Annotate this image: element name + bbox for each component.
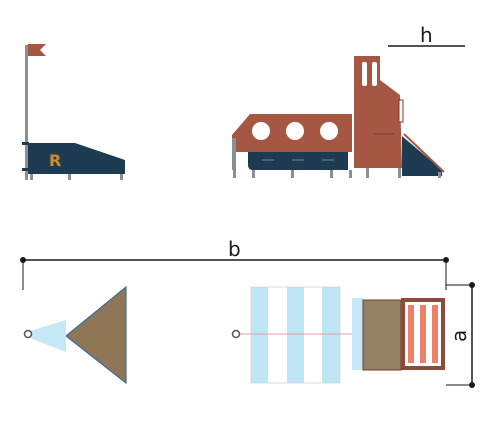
width-label: a — [447, 330, 471, 342]
top-view-small-unit — [23, 285, 127, 385]
slide-rail — [403, 133, 445, 173]
tower-handle — [398, 99, 404, 123]
pole-top-icon — [23, 329, 33, 339]
ladder-rung-2 — [420, 305, 426, 363]
small-unit-foot-2 — [68, 174, 71, 180]
canopy-triangle — [65, 285, 127, 385]
porthole-3 — [320, 122, 338, 140]
front-wedge — [30, 320, 66, 352]
ladder-rung-1 — [408, 305, 414, 363]
ship-foot-7 — [398, 168, 401, 178]
ship-foot-2 — [252, 170, 255, 178]
stripe-1 — [251, 287, 268, 383]
stripe-2 — [287, 287, 304, 383]
ship-foot-1 — [233, 170, 236, 178]
flag — [28, 44, 46, 56]
ladder-rung-3 — [432, 305, 438, 363]
tower-gap-strip — [352, 298, 363, 370]
porthole-1 — [252, 122, 270, 140]
height-dimension: h — [388, 23, 465, 47]
ship-bow-icon — [231, 329, 241, 339]
height-label: h — [420, 23, 433, 47]
ship-foot-6 — [366, 168, 369, 178]
small-unit-foot-3 — [120, 174, 123, 180]
top-view-ship-unit — [231, 286, 445, 384]
porthole-2 — [286, 122, 304, 140]
hull-end-panel — [232, 138, 236, 170]
small-unit-body — [28, 143, 125, 174]
ship-foot-5 — [349, 170, 352, 178]
pole-base-cap-2 — [22, 168, 29, 171]
width-dimension: a — [446, 282, 475, 388]
small-unit-foot-1 — [30, 174, 33, 180]
side-view-small-unit: R — [22, 44, 125, 180]
tower-window-2 — [372, 62, 377, 86]
ship-foot-8 — [438, 172, 441, 178]
slide-ramp — [402, 136, 442, 176]
ship-foot-3 — [291, 170, 294, 178]
length-label: b — [228, 237, 241, 261]
ship-deck — [248, 152, 348, 170]
stripe-3 — [322, 287, 340, 383]
stripe-gap-1 — [268, 287, 287, 383]
ship-foot-4 — [330, 170, 333, 178]
length-dimension: b — [20, 237, 449, 290]
pole-base-cap — [22, 142, 29, 145]
side-view-ship-unit — [232, 56, 445, 178]
tower-window-1 — [362, 62, 367, 86]
tower-deck — [362, 299, 402, 371]
ship-tower — [354, 56, 402, 168]
hull-outline — [250, 286, 341, 384]
brand-logo: R — [49, 151, 61, 170]
stripe-gap-2 — [304, 287, 322, 383]
flag-pole — [25, 45, 28, 180]
